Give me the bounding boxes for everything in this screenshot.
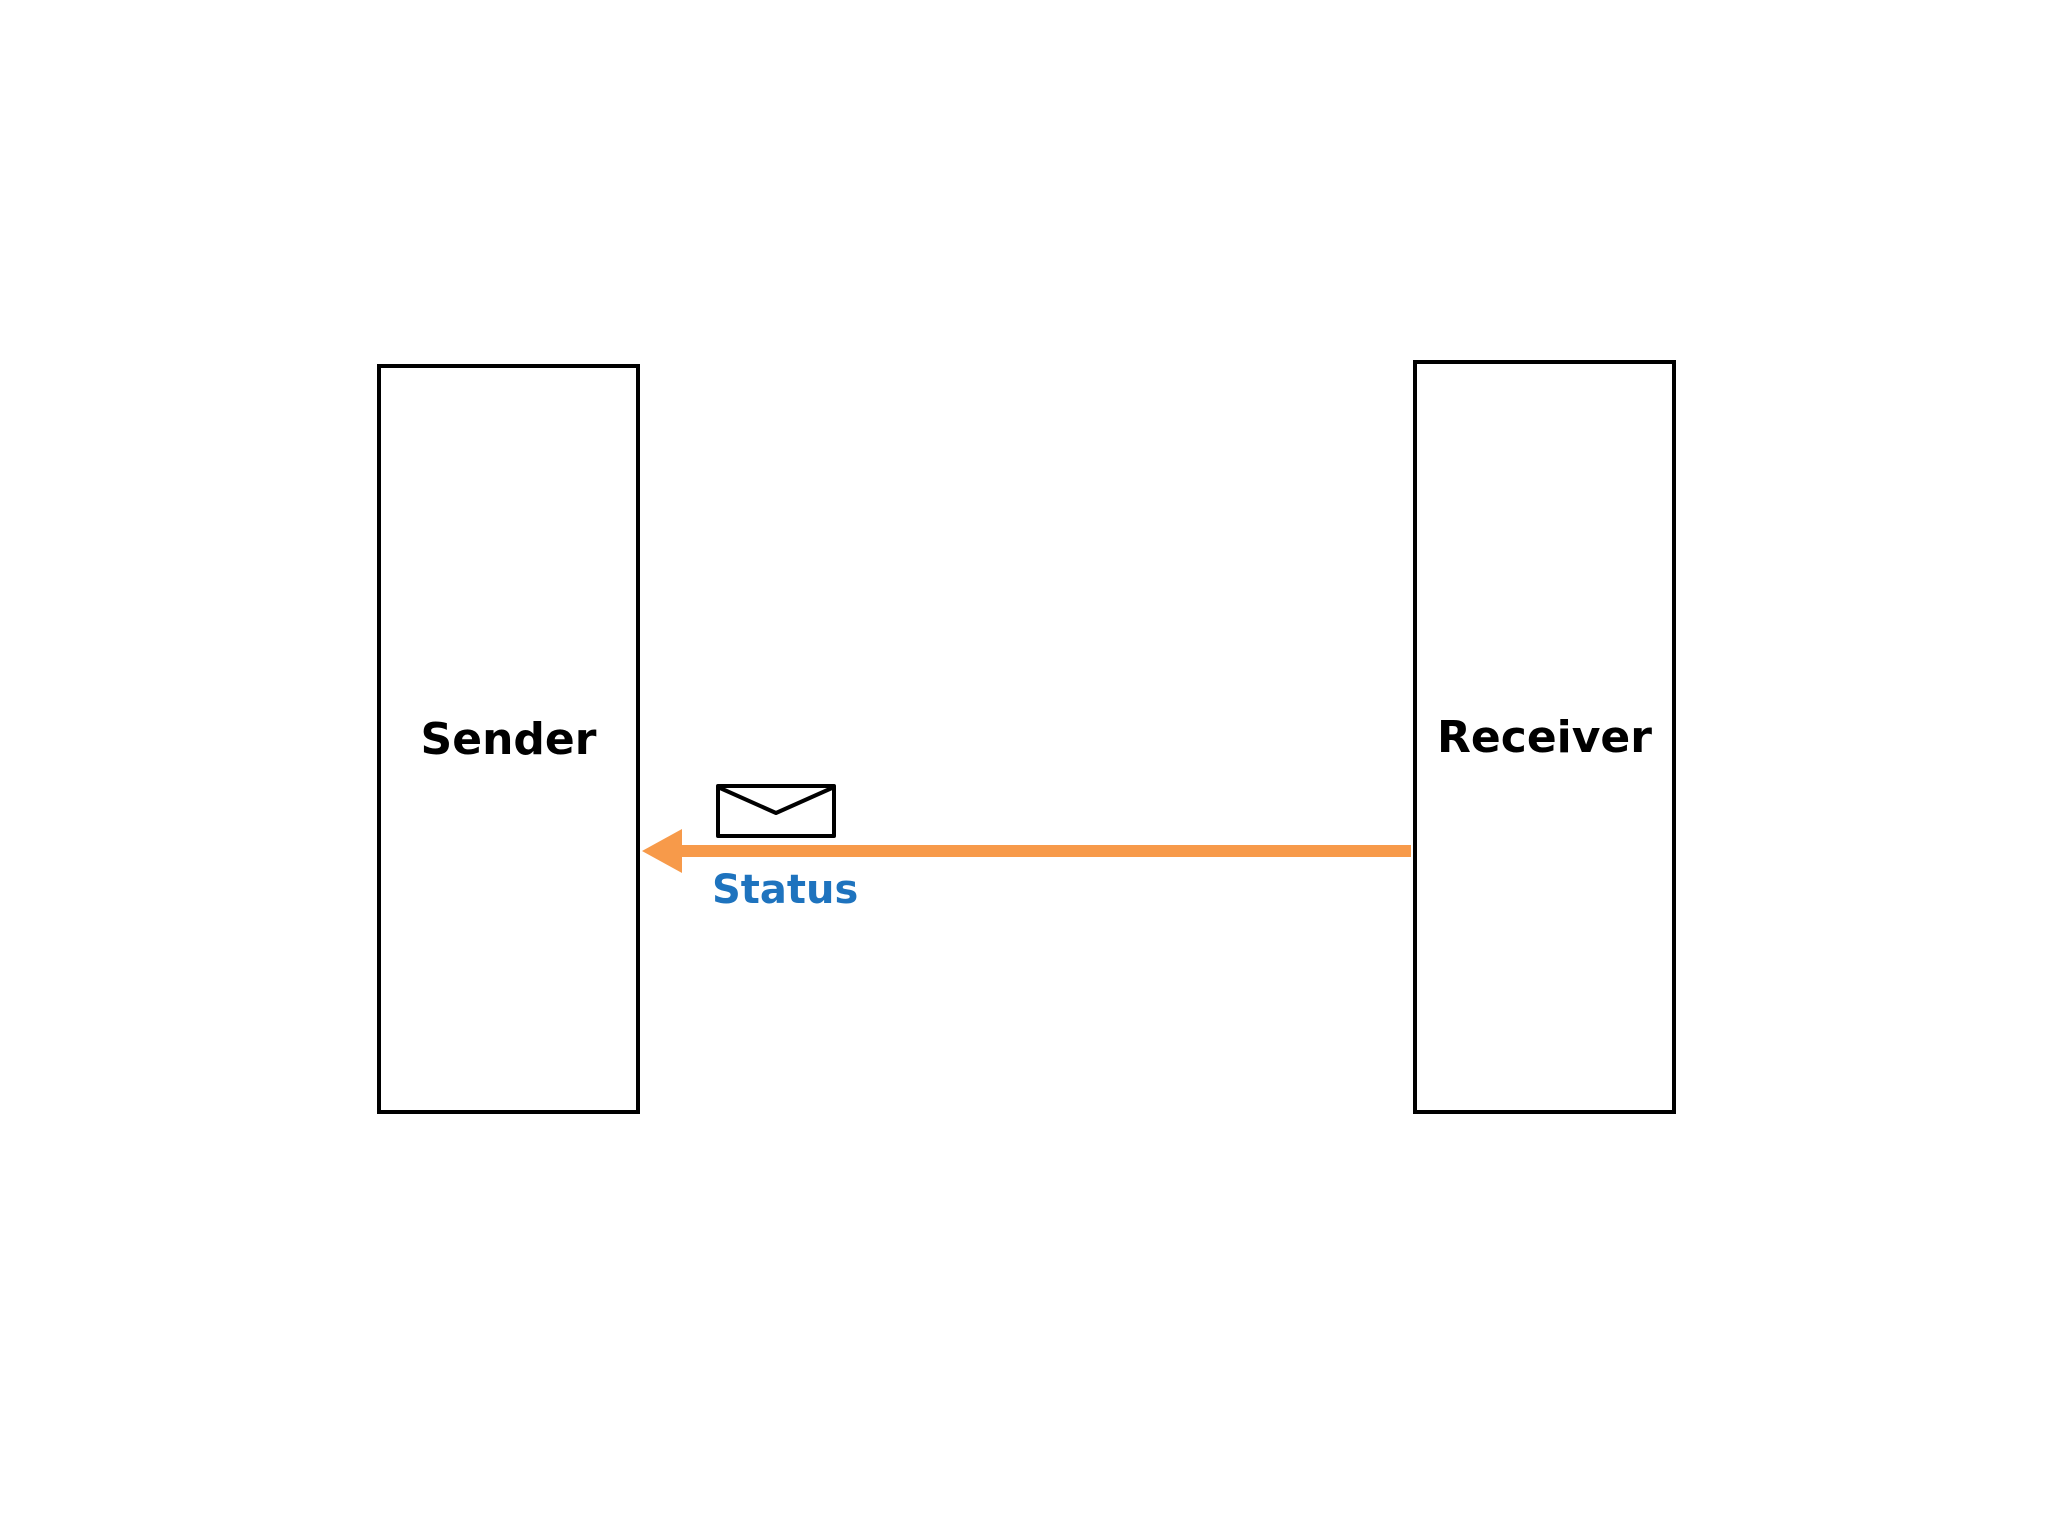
envelope-icon: [716, 784, 836, 838]
sender-label: Sender: [420, 713, 597, 765]
status-arrow-head: [642, 829, 682, 873]
status-message-label: Status: [712, 867, 859, 913]
receiver-box: Receiver: [1413, 360, 1676, 1114]
receiver-label: Receiver: [1437, 711, 1652, 763]
sender-box: Sender: [377, 364, 640, 1114]
